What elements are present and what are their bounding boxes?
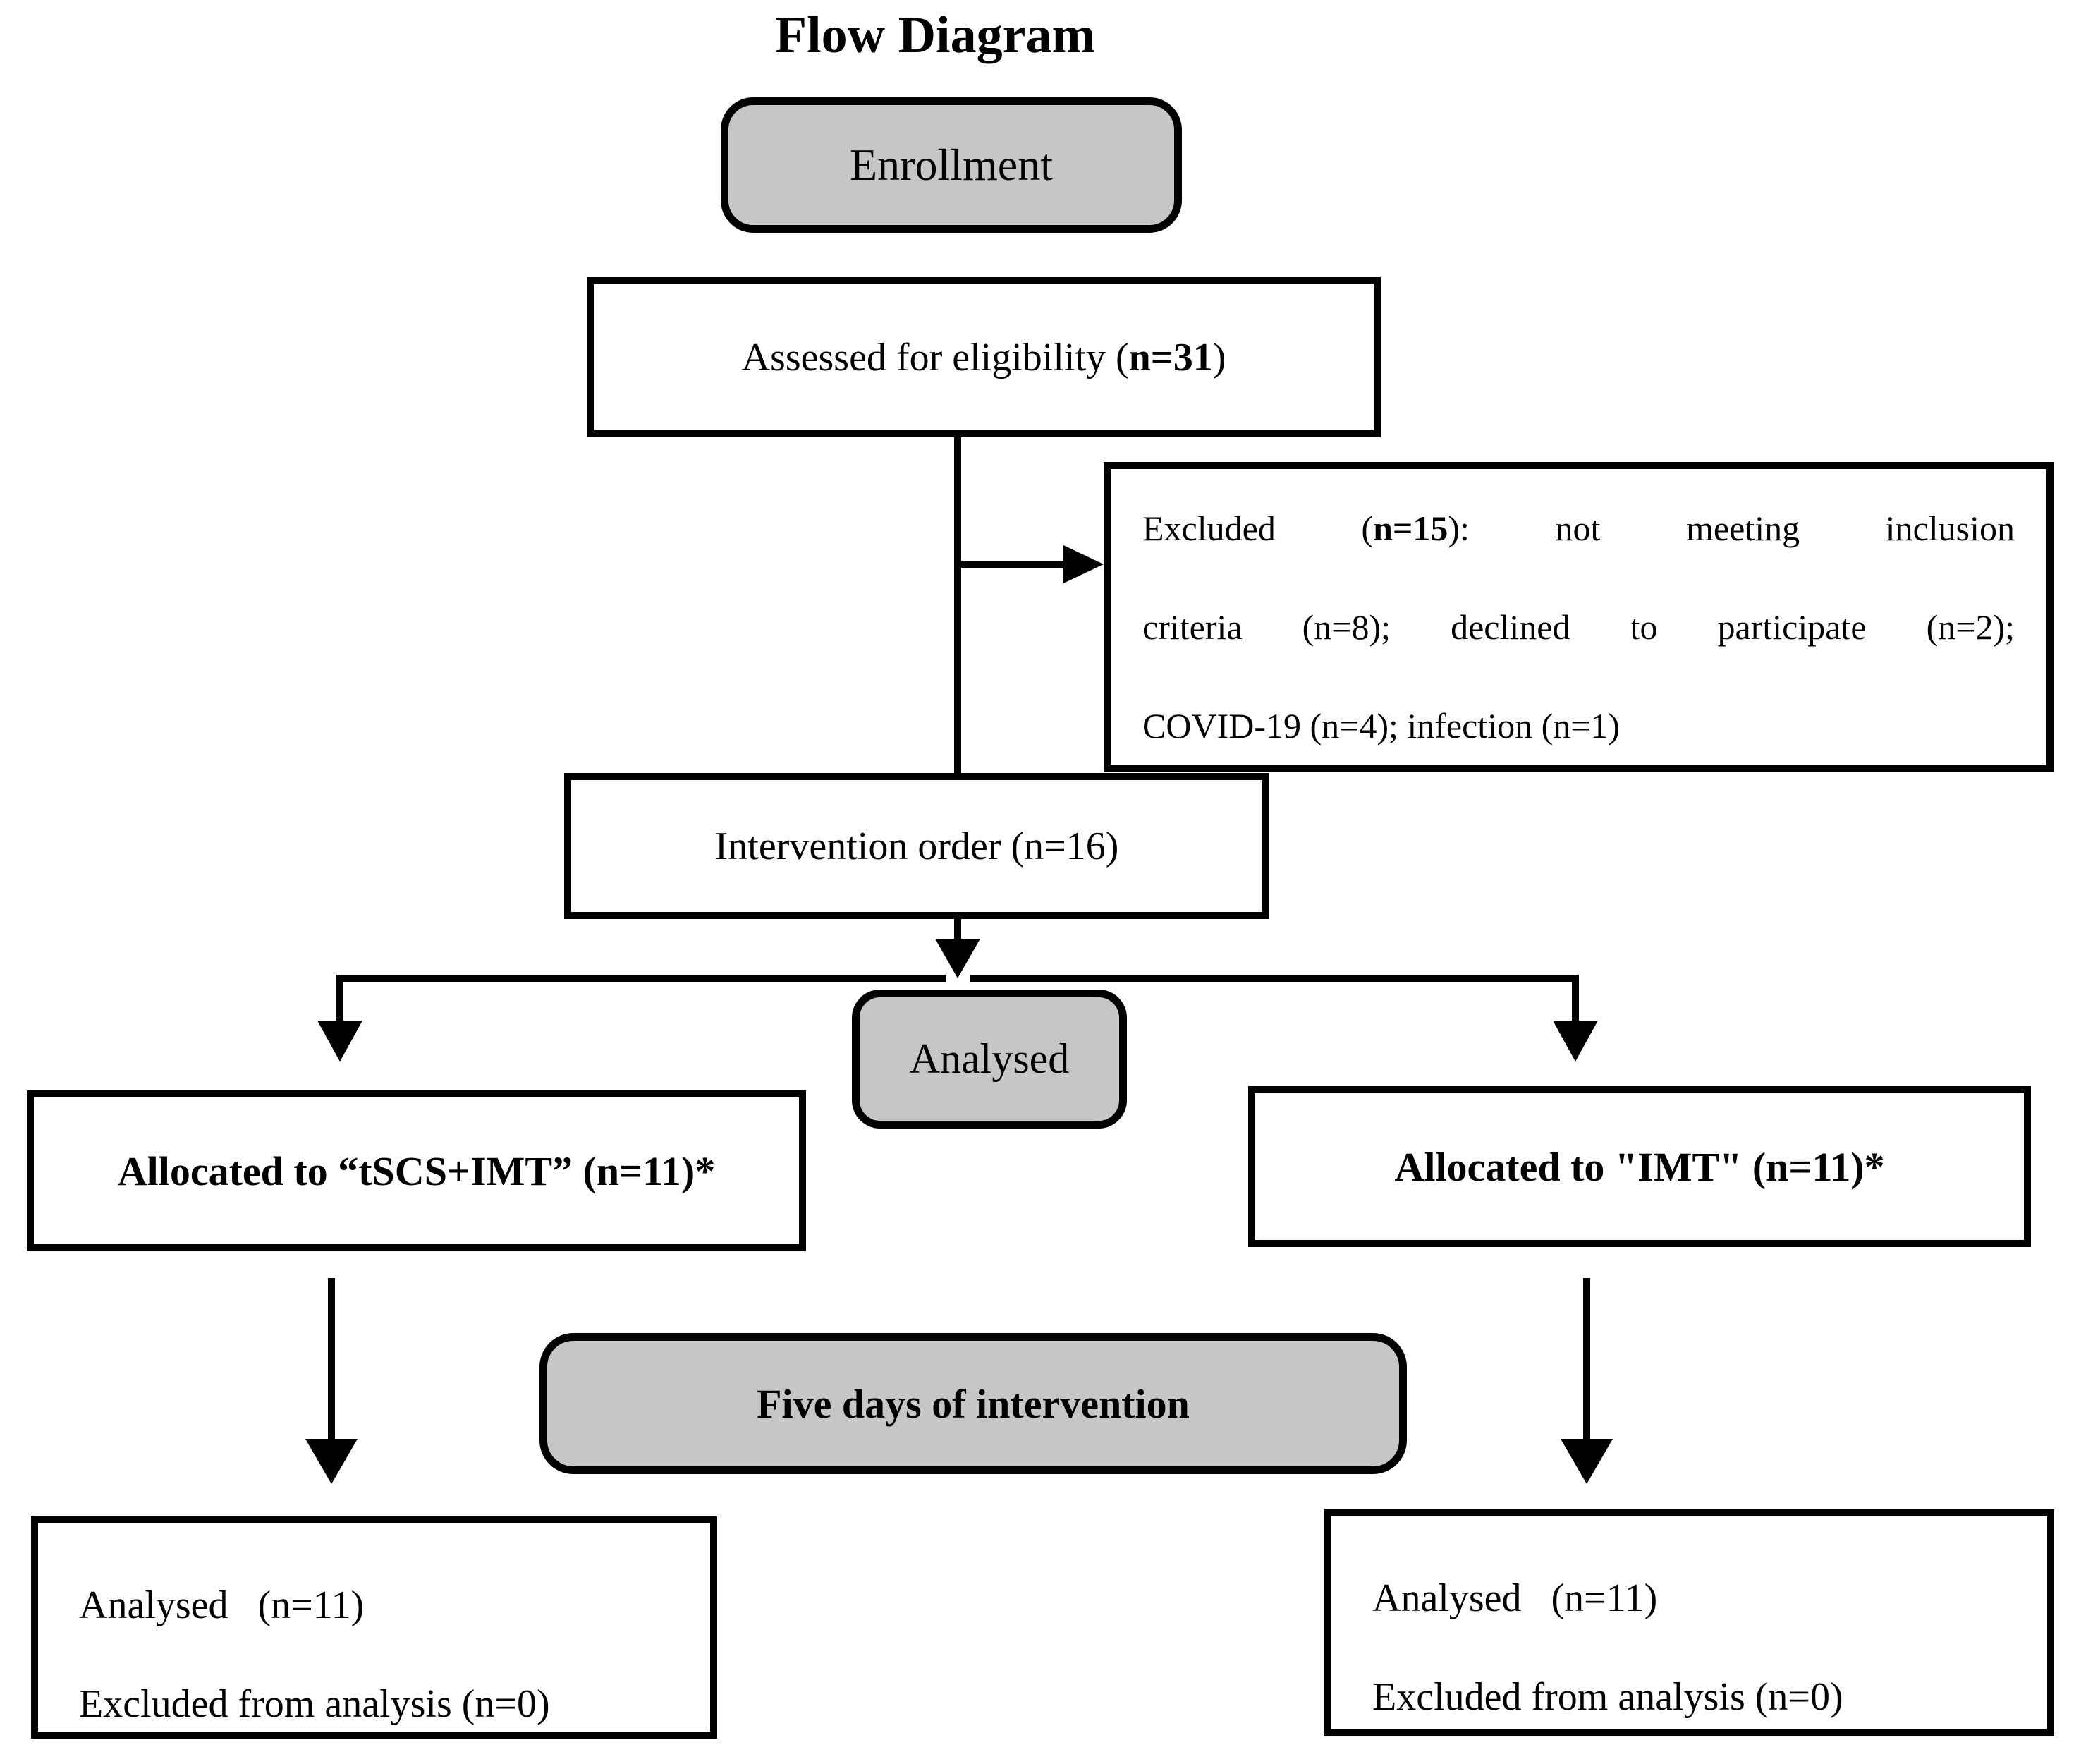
excluded-line-3: COVID-19 (n=4); infection (n=1) [1142,706,1621,746]
connector-left-to-outcome [328,1278,335,1440]
excluded-n-value: n=15 [1373,509,1448,548]
assessed-box: Assessed for eligibility (n=31) [587,277,1381,437]
arrowhead-down-center-icon [935,939,980,978]
outcome-right-line-2: Excluded from analysis (n=0) [1372,1675,1843,1719]
connector-branch-right [1572,975,1579,1021]
connector-intervention-down [954,919,961,940]
arrowhead-down-right-outcome-icon [1561,1439,1613,1484]
connector-right-to-outcome [1583,1278,1590,1440]
arrowhead-down-left-branch-icon [317,1021,362,1062]
allocated-tscs-imt-box: Allocated to “tSCS+IMT” (n=11)* [27,1090,806,1251]
enrollment-box: Enrollment [721,97,1182,233]
outcome-right-line-1: Analysed (n=11) [1372,1576,1658,1620]
excluded-line1-post: ): not meeting inclusion [1448,509,2015,548]
intervention-order-label: Intervention order (n=16) [714,824,1119,868]
outcome-right-box: Analysed (n=11) Excluded from analysis (… [1324,1509,2054,1736]
excluded-line-2: criteria (n=8); declined to participate … [1142,607,2015,647]
arrowhead-down-right-branch-icon [1553,1021,1598,1062]
assessed-label: Assessed for eligibility (n=31) [742,335,1226,380]
outcome-left-line-2: Excluded from analysis (n=0) [79,1682,550,1726]
split-line-left-segment [336,975,946,982]
assessed-text-post: ) [1212,335,1226,379]
connector-assessed-to-intervention [954,437,961,774]
analysed-box: Analysed [852,990,1127,1129]
arrowhead-down-left-outcome-icon [305,1439,358,1484]
analysed-label: Analysed [909,1035,1070,1082]
excluded-box: Excluded (n=15): not meeting inclusion c… [1104,462,2054,772]
outcome-left-text: Analysed (n=11) Excluded from analysis (… [38,1523,710,1732]
allocated-tscs-imt-label: Allocated to “tSCS+IMT” (n=11)* [117,1148,716,1194]
connector-to-excluded [958,561,1065,568]
five-days-intervention-box: Five days of intervention [539,1333,1407,1474]
enrollment-label: Enrollment [850,140,1053,190]
outcome-left-line-1: Analysed (n=11) [79,1583,365,1627]
outcome-left-box: Analysed (n=11) Excluded from analysis (… [31,1516,717,1739]
page-title: Flow Diagram [774,6,1096,64]
excluded-line1-pre: Excluded ( [1142,509,1374,548]
arrowhead-right-icon [1063,545,1104,583]
allocated-imt-box: Allocated to "IMT" (n=11)* [1248,1086,2031,1247]
excluded-text: Excluded (n=15): not meeting inclusion c… [1111,469,2046,765]
intervention-order-box: Intervention order (n=16) [564,773,1269,919]
split-line-right-segment [970,975,1579,982]
assessed-text-pre: Assessed for eligibility ( [741,335,1129,379]
five-days-intervention-label: Five days of intervention [757,1380,1190,1427]
outcome-right-text: Analysed (n=11) Excluded from analysis (… [1331,1516,2047,1729]
connector-branch-left [336,975,343,1021]
allocated-imt-label: Allocated to "IMT" (n=11)* [1394,1143,1885,1190]
assessed-n-value: n=31 [1128,335,1213,379]
excluded-line-1: Excluded (n=15): not meeting inclusion [1142,479,2015,578]
